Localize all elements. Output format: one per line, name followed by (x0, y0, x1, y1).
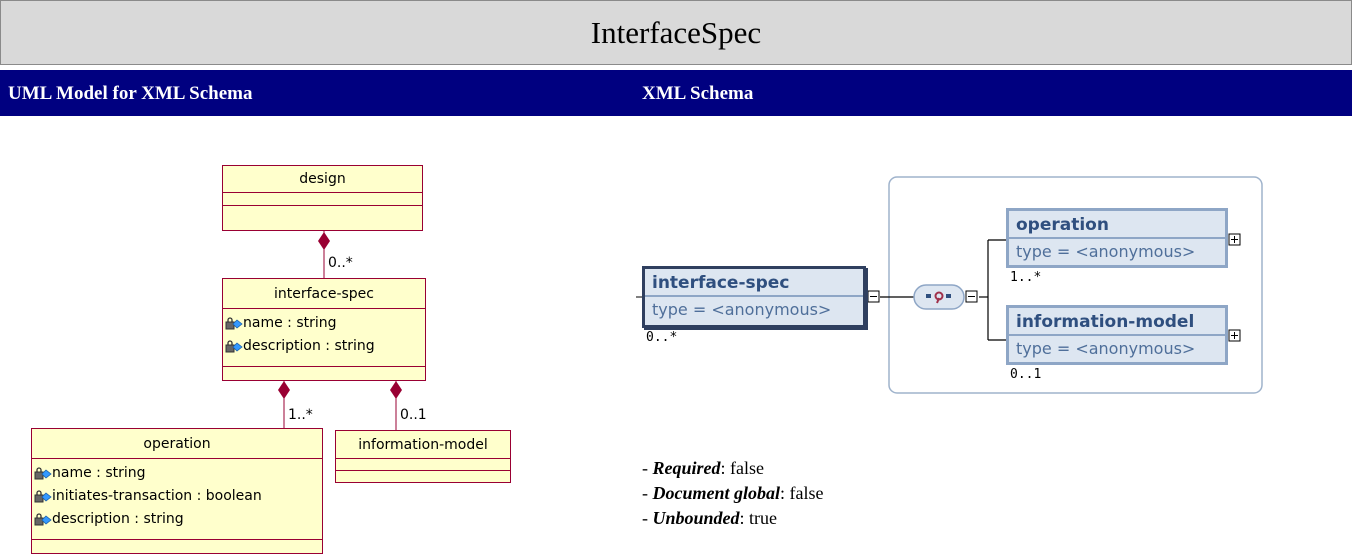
element-properties: - Required: false - Document global: fal… (642, 456, 824, 531)
property-label: Required (652, 458, 721, 478)
uml-attribute: initiates-transaction : boolean (34, 485, 320, 508)
uml-class-name: interface-spec (223, 279, 425, 309)
uml-attribute-text: initiates-transaction : boolean (52, 488, 262, 504)
composition-diamond-information (390, 381, 402, 399)
composition-diamond-operation (278, 381, 290, 399)
property-value: true (749, 508, 778, 528)
lock-attribute-icon (225, 339, 243, 352)
section-header: UML Model for XML Schema XML Schema (0, 70, 1352, 116)
lock-attribute-icon (34, 466, 52, 479)
xs-element-interface-spec[interactable]: interface-spec type = <anonymous> (642, 266, 866, 328)
uml-class-operation: operation name : string initiates-transa… (31, 428, 323, 554)
xs-multiplicity-operation: 1..* (1010, 270, 1042, 285)
uml-class-attributes: name : string initiates-transaction : bo… (32, 459, 322, 540)
uml-attribute-text: description : string (243, 338, 375, 354)
uml-attribute: name : string (34, 462, 320, 485)
uml-class-attributes: name : string description : string (223, 309, 425, 367)
plus-box-icon[interactable] (1228, 233, 1241, 246)
uml-attribute: description : string (34, 508, 320, 531)
uml-class-information-model: information-model (335, 430, 511, 483)
property-label: Document global (652, 483, 781, 503)
xs-element-type: type = <anonymous> (652, 300, 832, 319)
uml-attribute: name : string (225, 312, 423, 335)
property-value: false (789, 483, 824, 503)
xs-element-information-model[interactable]: information-model type = <anonymous> (1006, 305, 1228, 365)
page-title-bar: InterfaceSpec (0, 0, 1352, 65)
xs-element-name: interface-spec (645, 269, 863, 297)
uml-class-name: information-model (336, 431, 510, 459)
sequence-compositor-icon (913, 284, 965, 310)
uml-attribute-text: description : string (52, 511, 184, 527)
uml-class-name: design (223, 166, 422, 193)
multiplicity-interface-operation: 1..* (288, 407, 313, 423)
xml-schema-section-label: XML Schema (642, 83, 754, 104)
minus-box-icon[interactable] (867, 290, 880, 303)
lock-attribute-icon (34, 489, 52, 502)
xs-element-name: operation (1009, 211, 1225, 239)
uml-class-design: design (222, 165, 423, 231)
uml-attribute: description : string (225, 335, 423, 358)
page-title: InterfaceSpec (590, 14, 762, 50)
xs-multiplicity-information-model: 0..1 (1010, 367, 1042, 382)
property-unbounded: - Unbounded: true (642, 508, 778, 528)
uml-attribute-text: name : string (52, 465, 146, 481)
lock-attribute-icon (225, 316, 243, 329)
lock-attribute-icon (34, 512, 52, 525)
composition-diamond-design (318, 232, 330, 250)
xs-multiplicity-root: 0..* (646, 330, 678, 345)
uml-attribute-text: name : string (243, 315, 337, 331)
property-required: - Required: false (642, 458, 765, 478)
xs-element-operation[interactable]: operation type = <anonymous> (1006, 208, 1228, 268)
uml-class-attributes (223, 193, 422, 206)
uml-section-label: UML Model for XML Schema (8, 83, 253, 104)
property-value: false (730, 458, 765, 478)
uml-class-interface-spec: interface-spec name : string description… (222, 278, 426, 381)
property-document-global: - Document global: false (642, 483, 824, 503)
xs-element-type: type = <anonymous> (1016, 242, 1196, 261)
plus-box-icon[interactable] (1228, 329, 1241, 342)
property-label: Unbounded (652, 508, 740, 528)
uml-class-name: operation (32, 429, 322, 459)
multiplicity-design-interface: 0..* (328, 255, 353, 271)
xs-element-type: type = <anonymous> (1016, 339, 1196, 358)
uml-class-attributes (336, 459, 510, 471)
multiplicity-interface-information: 0..1 (400, 407, 427, 423)
xs-element-name: information-model (1009, 308, 1225, 336)
minus-box-icon[interactable] (965, 290, 978, 303)
